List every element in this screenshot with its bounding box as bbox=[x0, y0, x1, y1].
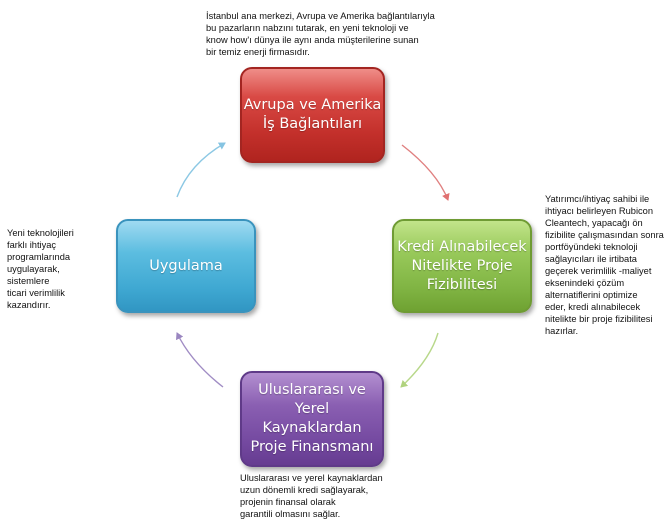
note-left: Yeni teknolojileri farklı ihtiyaç progra… bbox=[7, 228, 74, 310]
node-label: Uluslararası ve Yerel Kaynaklardan Proje… bbox=[250, 382, 374, 455]
node-europe-america-connections: Avrupa ve Amerika İş Bağlantıları bbox=[240, 67, 385, 163]
node-implementation: Uygulama bbox=[116, 219, 256, 313]
node-label: Uygulama bbox=[149, 257, 223, 274]
arrow-blue-to-red bbox=[176, 142, 226, 198]
note-right: Yatırımcı/ihtiyaç sahibi ile ihtiyacı be… bbox=[545, 194, 664, 336]
node-project-feasibility: Kredi Alınabilecek Nitelikte Proje Fizib… bbox=[392, 219, 532, 313]
arrow-purple-to-blue bbox=[176, 332, 224, 388]
note-top: İstanbul ana merkezi, Avrupa ve Amerika … bbox=[206, 11, 435, 57]
node-project-financing: Uluslararası ve Yerel Kaynaklardan Proje… bbox=[240, 371, 384, 467]
arrow-green-to-purple bbox=[400, 332, 439, 388]
note-bottom: Uluslararası ve yerel kaynaklardan uzun … bbox=[240, 473, 383, 519]
node-label: Kredi Alınabilecek Nitelikte Proje Fizib… bbox=[397, 238, 527, 293]
arrow-red-to-green bbox=[401, 144, 450, 201]
node-label: Avrupa ve Amerika İş Bağlantıları bbox=[243, 97, 382, 132]
